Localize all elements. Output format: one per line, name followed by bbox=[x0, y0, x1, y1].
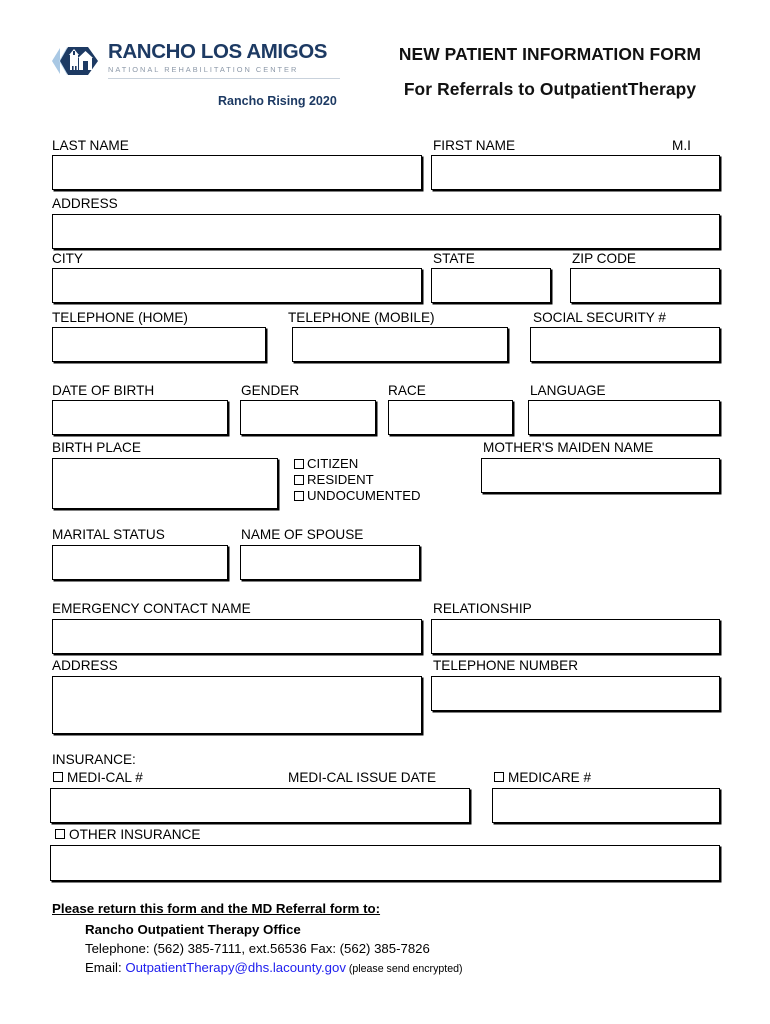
label-medi-cal: MEDI-CAL # bbox=[67, 770, 143, 785]
input-zip-code[interactable] bbox=[570, 268, 720, 303]
label-mothers-maiden-name: MOTHER'S MAIDEN NAME bbox=[483, 440, 654, 455]
checkbox-medicare[interactable] bbox=[494, 772, 504, 782]
label-medicare: MEDICARE # bbox=[508, 770, 592, 785]
input-language[interactable] bbox=[528, 400, 720, 435]
checkbox-medi-cal[interactable] bbox=[53, 772, 63, 782]
label-relationship: RELATIONSHIP bbox=[433, 601, 532, 616]
form-title-block: NEW PATIENT INFORMATION FORM For Referra… bbox=[370, 44, 730, 100]
label-citizen: CITIZEN bbox=[307, 456, 359, 471]
label-emergency-address: ADDRESS bbox=[52, 658, 118, 673]
office-name: Rancho Outpatient Therapy Office bbox=[85, 922, 301, 937]
input-gender[interactable] bbox=[240, 400, 376, 435]
email-address-link[interactable]: OutpatientTherapy@dhs.lacounty.gov bbox=[125, 960, 346, 975]
label-telephone-number: TELEPHONE NUMBER bbox=[433, 658, 579, 673]
logo-title: RANCHO LOS AMIGOS bbox=[108, 40, 328, 63]
input-state[interactable] bbox=[431, 268, 551, 303]
input-social-security[interactable] bbox=[530, 327, 720, 362]
input-first-name[interactable] bbox=[431, 155, 720, 190]
input-date-of-birth[interactable] bbox=[52, 400, 228, 435]
input-other-insurance[interactable] bbox=[50, 845, 720, 881]
input-emergency-address[interactable] bbox=[52, 676, 422, 734]
input-medi-cal[interactable] bbox=[50, 788, 470, 823]
label-race: RACE bbox=[388, 383, 426, 398]
logo-wordmark: RANCHO LOS AMIGOS NATIONAL REHABILITATIO… bbox=[108, 40, 348, 74]
label-gender: GENDER bbox=[241, 383, 300, 398]
input-name-of-spouse[interactable] bbox=[240, 545, 420, 580]
logo-tagline: Rancho Rising 2020 bbox=[218, 94, 337, 108]
email-note: (please send encrypted) bbox=[345, 963, 463, 975]
input-mothers-maiden-name[interactable] bbox=[481, 458, 720, 493]
label-city: CITY bbox=[52, 251, 83, 266]
input-medicare[interactable] bbox=[492, 788, 720, 823]
label-marital-status: MARITAL STATUS bbox=[52, 527, 165, 542]
return-instruction: Please return this form and the MD Refer… bbox=[52, 901, 381, 916]
label-telephone-home: TELEPHONE (HOME) bbox=[52, 310, 188, 325]
office-telephone: Telephone: (562) 385-7111, ext.56536 Fax… bbox=[85, 941, 430, 956]
checkbox-resident[interactable] bbox=[294, 475, 304, 485]
label-state: STATE bbox=[433, 251, 475, 266]
email-prefix: Email: bbox=[85, 960, 126, 975]
label-resident: RESIDENT bbox=[307, 472, 374, 487]
input-relationship[interactable] bbox=[431, 619, 720, 654]
logo-subtitle: NATIONAL REHABILITATION CENTER bbox=[108, 64, 299, 74]
label-other-insurance: OTHER INSURANCE bbox=[69, 827, 201, 842]
input-marital-status[interactable] bbox=[52, 545, 228, 580]
label-language: LANGUAGE bbox=[530, 383, 606, 398]
form-header: RANCHO LOS AMIGOS NATIONAL REHABILITATIO… bbox=[0, 30, 770, 120]
label-birth-place: BIRTH PLACE bbox=[52, 440, 141, 455]
label-first-name: FIRST NAME bbox=[433, 138, 516, 153]
label-last-name: LAST NAME bbox=[52, 138, 129, 153]
label-undocumented: UNDOCUMENTED bbox=[307, 488, 421, 503]
label-medi-cal-issue-date: MEDI-CAL ISSUE DATE bbox=[288, 770, 437, 785]
input-telephone-home[interactable] bbox=[52, 327, 266, 362]
input-telephone-mobile[interactable] bbox=[292, 327, 508, 362]
form-subtitle: For Referrals to OutpatientTherapy bbox=[403, 79, 697, 99]
input-address[interactable] bbox=[52, 214, 720, 249]
mission-building-hexagon-logo-icon bbox=[50, 40, 110, 82]
input-city[interactable] bbox=[52, 268, 422, 303]
input-birth-place[interactable] bbox=[52, 458, 278, 509]
label-middle-initial: M.I bbox=[672, 138, 691, 153]
label-insurance-heading: INSURANCE: bbox=[52, 752, 136, 767]
checkbox-other-insurance[interactable] bbox=[55, 829, 65, 839]
form-title: NEW PATIENT INFORMATION FORM bbox=[398, 44, 702, 64]
checkbox-citizen[interactable] bbox=[294, 459, 304, 469]
label-zip-code: ZIP CODE bbox=[572, 251, 636, 266]
input-telephone-number[interactable] bbox=[431, 676, 720, 711]
label-date-of-birth: DATE OF BIRTH bbox=[52, 383, 155, 398]
label-address: ADDRESS bbox=[52, 196, 118, 211]
input-emergency-contact-name[interactable] bbox=[52, 619, 422, 654]
organization-logo: RANCHO LOS AMIGOS NATIONAL REHABILITATIO… bbox=[50, 38, 350, 118]
label-name-of-spouse: NAME OF SPOUSE bbox=[241, 527, 364, 542]
input-race[interactable] bbox=[388, 400, 513, 435]
logo-divider bbox=[108, 78, 340, 79]
checkbox-undocumented[interactable] bbox=[294, 491, 304, 501]
label-telephone-mobile: TELEPHONE (MOBILE) bbox=[288, 310, 435, 325]
office-email-line: Email: OutpatientTherapy@dhs.lacounty.go… bbox=[85, 960, 463, 975]
input-last-name[interactable] bbox=[52, 155, 422, 190]
label-social-security: SOCIAL SECURITY # bbox=[533, 310, 666, 325]
label-emergency-contact-name: EMERGENCY CONTACT NAME bbox=[52, 601, 251, 616]
